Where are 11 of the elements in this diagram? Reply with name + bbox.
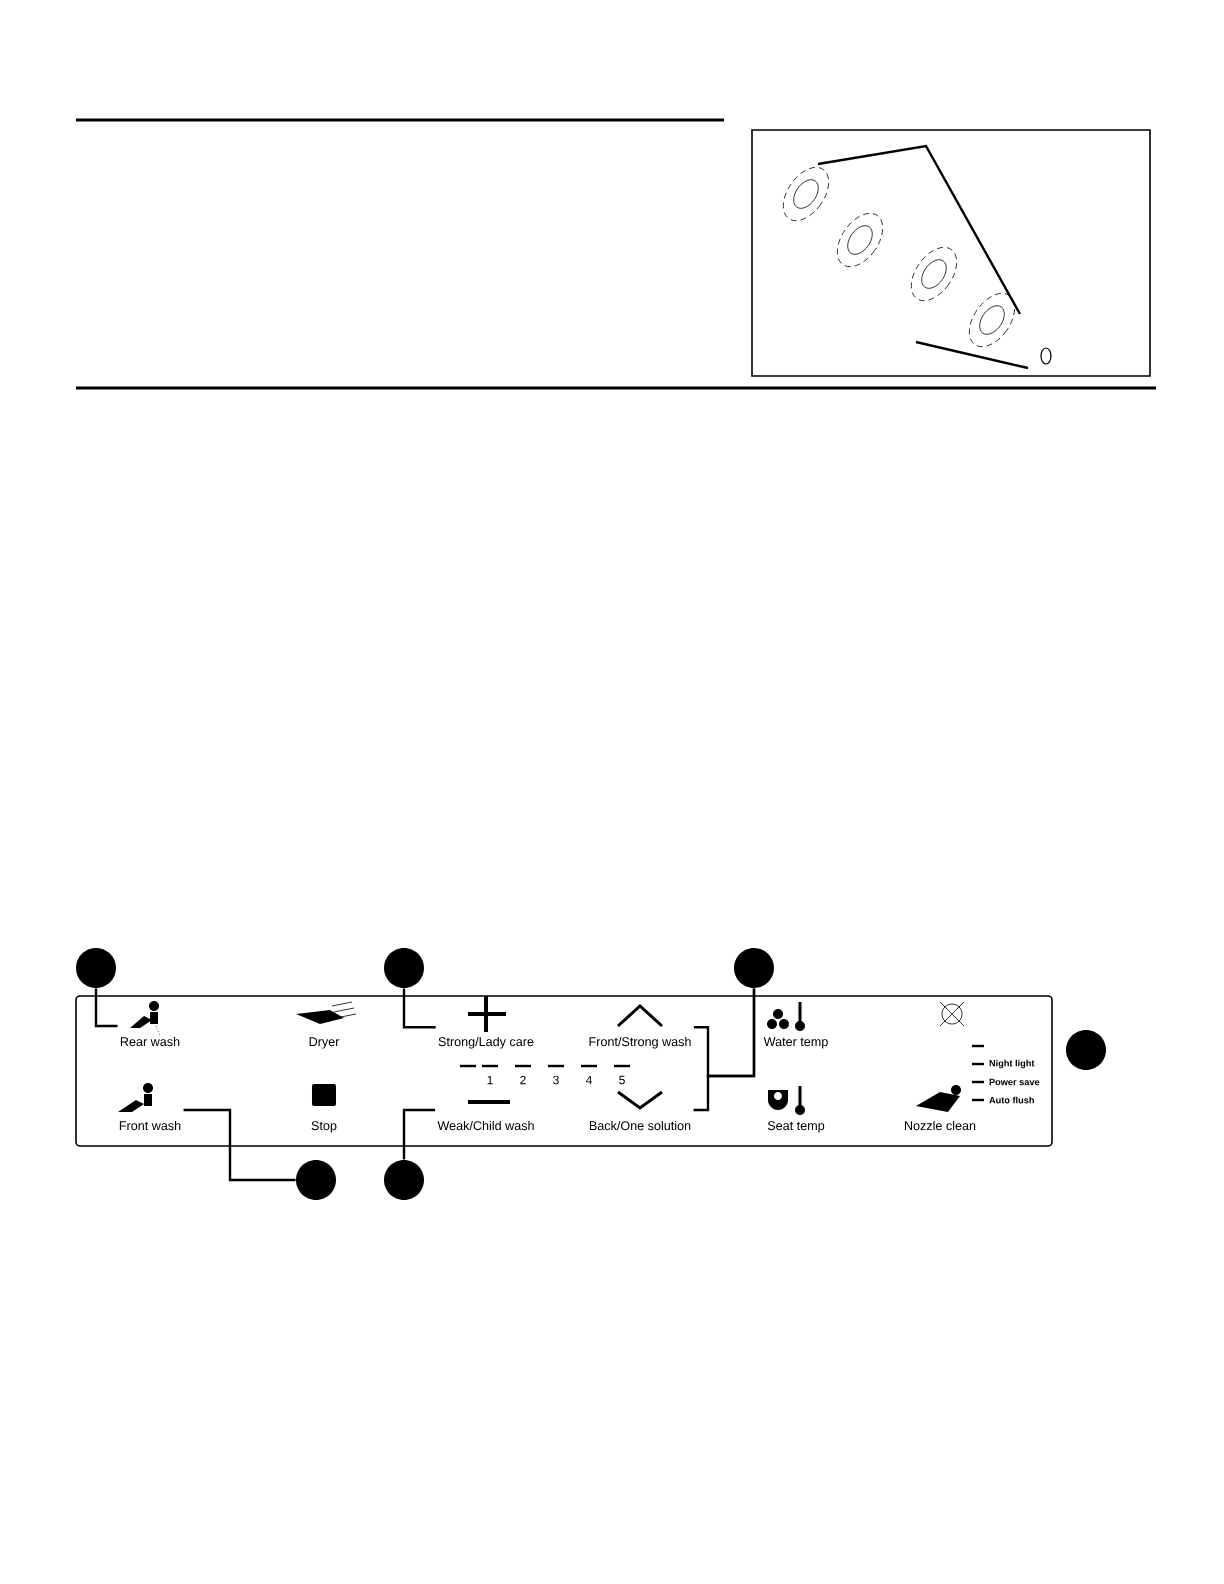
callout-circle [76, 948, 116, 988]
callout-circle [1066, 1030, 1106, 1070]
leader-line [402, 988, 436, 1029]
callout-circle [734, 948, 774, 988]
leader-line [94, 988, 118, 1028]
leader-line [693, 988, 756, 1112]
callout-circle [384, 1160, 424, 1200]
leader-line [402, 1108, 436, 1160]
leader-line [183, 1108, 296, 1182]
callout-circle [296, 1160, 336, 1200]
callout-circle [384, 948, 424, 988]
